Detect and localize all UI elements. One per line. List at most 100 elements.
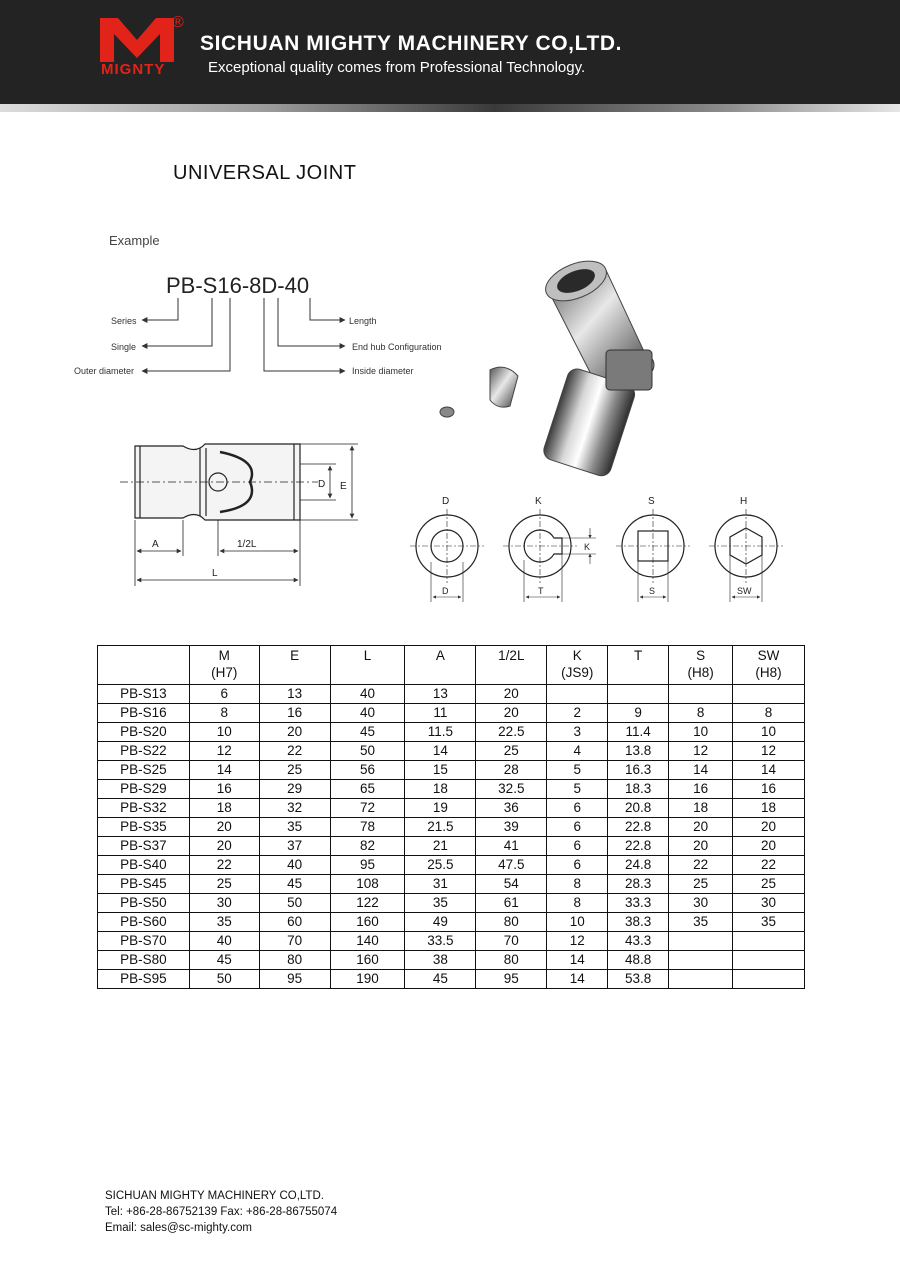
section-label-d: D <box>442 496 449 507</box>
value-cell: 22.8 <box>607 836 670 856</box>
value-cell: 8 <box>546 874 609 894</box>
dim-label-half-l: 1/2L <box>237 539 257 550</box>
column-header-line1: 1/2L <box>498 648 525 663</box>
value-cell: 10 <box>668 722 734 742</box>
value-cell: 14 <box>546 969 609 989</box>
value-cell: 30 <box>732 893 805 913</box>
value-cell: 61 <box>475 893 548 913</box>
value-cell: 54 <box>475 874 548 894</box>
value-cell: 16.3 <box>607 760 670 780</box>
value-cell: 41 <box>475 836 548 856</box>
value-cell: 12 <box>668 741 734 761</box>
dim-label-a: A <box>152 539 159 550</box>
model-cell: PB-S16 <box>97 703 190 723</box>
value-cell: 80 <box>475 950 548 970</box>
value-cell: 25 <box>475 741 548 761</box>
value-cell: 13 <box>258 684 331 704</box>
value-cell: 3 <box>546 722 609 742</box>
column-header-line1: S <box>696 648 706 663</box>
value-cell: 108 <box>329 874 406 894</box>
value-cell: 40 <box>329 703 406 723</box>
section-dim-sw: SW <box>737 586 752 596</box>
value-cell: 20 <box>668 817 734 837</box>
value-cell: 6 <box>546 817 609 837</box>
value-cell: 33.3 <box>607 893 670 913</box>
value-cell: 6 <box>546 798 609 818</box>
value-cell: 11 <box>404 703 477 723</box>
column-header-line2: (H7) <box>211 665 238 680</box>
value-cell: 24.8 <box>607 855 670 875</box>
value-cell: 80 <box>258 950 331 970</box>
section-views <box>410 509 783 602</box>
value-cell: 12 <box>732 741 805 761</box>
value-cell: 20.8 <box>607 798 670 818</box>
value-cell: 25 <box>188 874 260 894</box>
value-cell: 40 <box>329 684 406 704</box>
model-cell: PB-S70 <box>97 931 190 951</box>
value-cell: 65 <box>329 779 406 799</box>
model-cell: PB-S37 <box>97 836 190 856</box>
column-header-line2: (H8) <box>687 665 714 680</box>
value-cell <box>607 684 670 704</box>
value-cell: 35 <box>668 912 734 932</box>
value-cell: 20 <box>668 836 734 856</box>
value-cell: 14 <box>404 741 477 761</box>
column-header-line2: (H8) <box>755 665 782 680</box>
value-cell: 95 <box>329 855 406 875</box>
value-cell: 28.3 <box>607 874 670 894</box>
value-cell: 11.5 <box>404 722 477 742</box>
column-header: M(H7) <box>188 645 260 685</box>
value-cell: 12 <box>188 741 260 761</box>
footer-email: Email: sales@sc-mighty.com <box>105 1222 252 1234</box>
callout-end-hub: End hub Configuration <box>352 342 442 352</box>
value-cell <box>732 950 805 970</box>
column-header-line1: A <box>435 648 445 663</box>
value-cell: 30 <box>188 893 260 913</box>
section-dim-s: S <box>649 586 655 596</box>
value-cell: 47.5 <box>475 855 548 875</box>
value-cell: 45 <box>329 722 406 742</box>
value-cell: 14 <box>188 760 260 780</box>
value-cell: 16 <box>668 779 734 799</box>
value-cell: 50 <box>258 893 331 913</box>
value-cell: 39 <box>475 817 548 837</box>
value-cell: 6 <box>546 855 609 875</box>
column-header: S (H8) <box>668 645 734 685</box>
value-cell: 14 <box>546 950 609 970</box>
value-cell: 8 <box>668 703 734 723</box>
example-code: PB-S16-8D-40 <box>166 273 309 298</box>
callout-single: Single <box>111 342 136 352</box>
value-cell: 20 <box>258 722 331 742</box>
page-title: UNIVERSAL JOINT <box>173 162 357 184</box>
value-cell: 10 <box>732 722 805 742</box>
value-cell: 160 <box>329 950 406 970</box>
value-cell: 122 <box>329 893 406 913</box>
value-cell: 72 <box>329 798 406 818</box>
value-cell: 36 <box>475 798 548 818</box>
value-cell: 20 <box>475 684 548 704</box>
value-cell: 160 <box>329 912 406 932</box>
value-cell <box>668 931 734 951</box>
value-cell: 14 <box>732 760 805 780</box>
column-header-line1: E <box>290 648 300 663</box>
value-cell: 22 <box>258 741 331 761</box>
column-header-line2: (JS9) <box>561 665 594 680</box>
value-cell: 70 <box>475 931 548 951</box>
value-cell: 18 <box>668 798 734 818</box>
value-cell: 40 <box>258 855 331 875</box>
value-cell: 19 <box>404 798 477 818</box>
value-cell: 40 <box>188 931 260 951</box>
company-name: SICHUAN MIGHTY MACHINERY CO,LTD. <box>200 32 623 55</box>
value-cell: 15 <box>404 760 477 780</box>
model-cell: PB-S95 <box>97 969 190 989</box>
value-cell: 13.8 <box>607 741 670 761</box>
